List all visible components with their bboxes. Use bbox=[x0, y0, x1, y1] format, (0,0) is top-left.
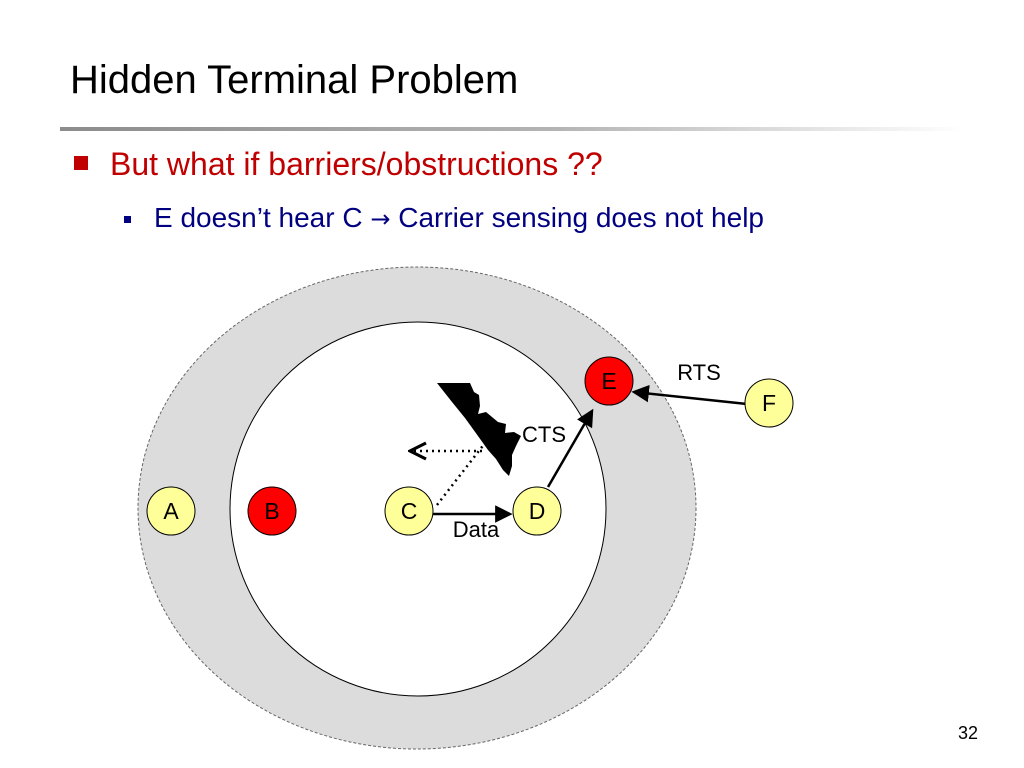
node-d-label: D bbox=[529, 498, 546, 524]
page-number: 32 bbox=[957, 723, 978, 743]
bullet-level2-text-before: E doesn’t hear C bbox=[154, 202, 371, 233]
node-a: A bbox=[146, 486, 196, 536]
node-a-label: A bbox=[163, 498, 179, 524]
node-f: F bbox=[744, 378, 794, 428]
rts-label: RTS bbox=[677, 360, 721, 385]
node-c: C bbox=[384, 486, 434, 536]
title-divider bbox=[60, 127, 965, 131]
bullet-level1-text: But what if barriers/obstructions ?? bbox=[110, 146, 603, 182]
small-square-bullet-icon bbox=[124, 216, 131, 223]
slide-title: Hidden Terminal Problem bbox=[70, 58, 519, 102]
node-e: E bbox=[584, 356, 634, 406]
node-f-label: F bbox=[762, 390, 776, 416]
node-d: D bbox=[512, 486, 562, 536]
node-e-label: E bbox=[601, 368, 616, 394]
node-c-label: C bbox=[401, 498, 418, 524]
cts-arrow bbox=[546, 408, 594, 488]
node-b: B bbox=[247, 486, 297, 536]
bullet-level2-text-after: Carrier sensing does not help bbox=[390, 202, 764, 233]
data-label: Data bbox=[453, 517, 500, 542]
obstruction-shape bbox=[437, 383, 521, 476]
blocked-signal-line bbox=[436, 442, 486, 506]
square-bullet-icon bbox=[74, 156, 88, 170]
right-arrow-icon: → bbox=[370, 205, 391, 233]
cts-label: CTS bbox=[522, 422, 566, 447]
bullet-level2-text: E doesn’t hear C → Carrier sensing does … bbox=[154, 202, 764, 234]
rts-arrow bbox=[631, 384, 748, 406]
node-b-label: B bbox=[264, 498, 279, 524]
